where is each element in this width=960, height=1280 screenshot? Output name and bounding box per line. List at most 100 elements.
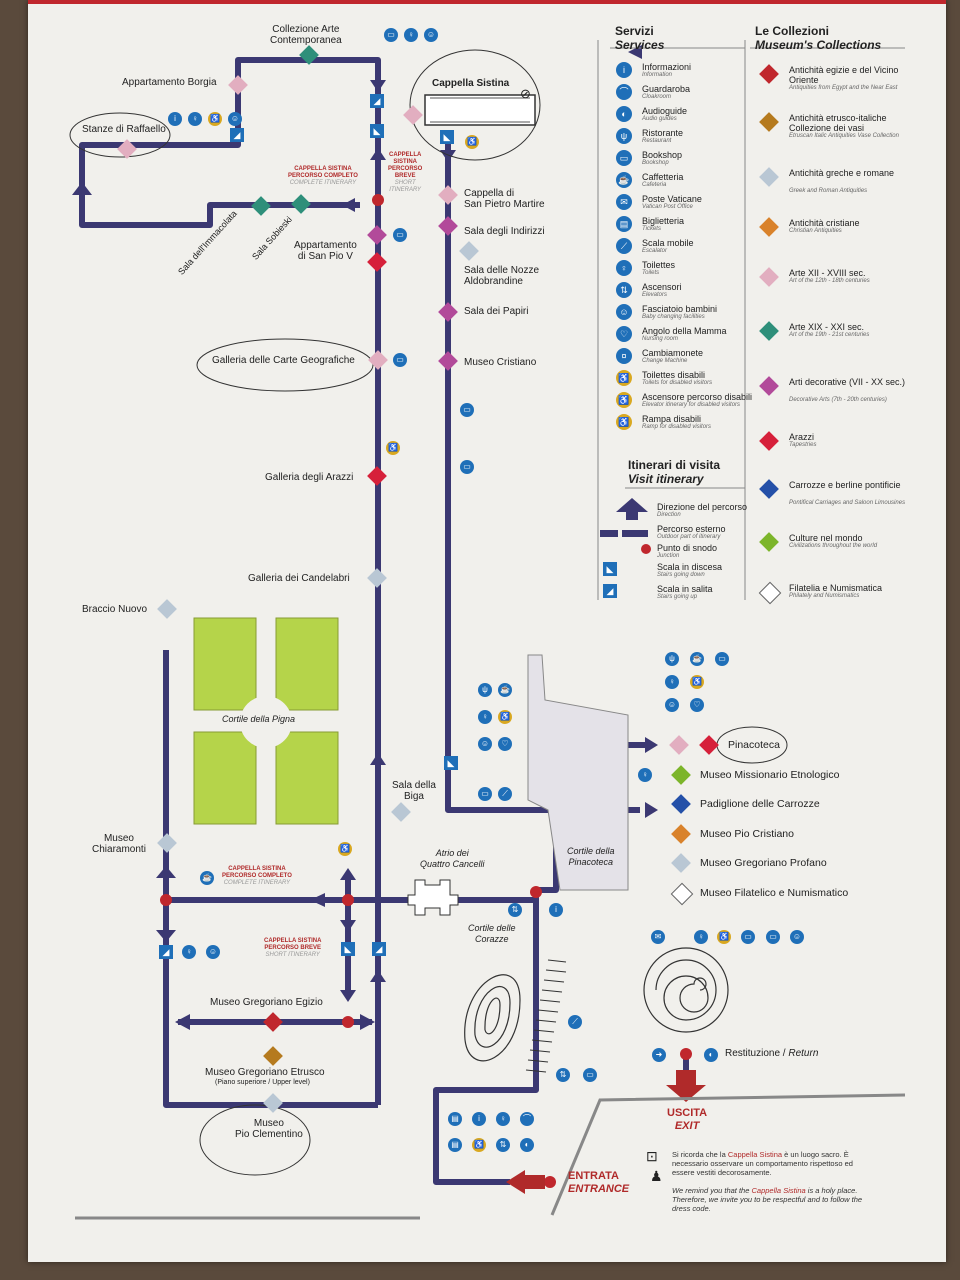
baby-icon: ☺ [616,304,632,320]
toilets-icon: ♀ [616,260,632,276]
museum-label: Museo Filatelico e Numismatico [700,887,849,899]
elevator-icon: ⇅ [496,1138,510,1152]
book-icon: ▭ [616,150,632,166]
collection-label-en: Christian Antiquities [789,228,842,234]
entrance-it: ENTRATA [568,1170,619,1182]
restaurant-icon: ψ [665,652,679,666]
room-galleria-carte: Galleria delle Carte Geografiche [212,355,355,366]
room-sala-biga: Sala della Biga [392,780,436,802]
garden-block [193,617,257,711]
wheelchair-icon: ♿ [690,675,704,689]
collection-label-en: Pontifical Carriages and Saloon Limousin… [789,500,906,506]
garden-block [193,731,257,825]
room-museo-chiaramonti: Museo Chiaramonti [92,833,146,855]
bookshop-icon: ▭ [393,228,407,242]
sistina-building [424,94,536,126]
itinerary-label-en: Outdoor part of itinerary [657,534,721,540]
itinerary-label: Scala in salita [657,584,713,594]
direction-arrow [440,150,456,162]
notice-it-link: Cappella Sistina [727,1150,783,1159]
service-label: Toilettes [642,260,676,270]
junction-dot [680,1048,692,1060]
direction-arrow [370,970,386,982]
label-completo-en: COMPLETE ITINERARY [289,180,357,186]
room-cortile-pinacoteca: Cortile della Pinacoteca [567,846,615,867]
wheelchair-ramp-icon: ♿ [616,414,632,430]
collection-label: Filatelia e Numismatica [789,583,883,593]
garden-center [240,696,292,748]
room-museo-egizio: Museo Gregoriano Egizio [210,997,323,1008]
collection-label-en: Art of the 12th - 18th centuries [789,278,870,284]
bookshop-icon: ▭ [583,1068,597,1082]
notice-en-link: Cappella Sistina [751,1186,806,1195]
wheelchair-icon: ♿ [208,112,222,126]
service-label-en: Cloakroom [642,94,672,100]
cortile-pinacoteca-outline [527,654,629,891]
service-label-en: Information [642,72,673,78]
baby-icon: ☺ [424,28,438,42]
restaurant-icon: ψ [616,128,632,144]
collections-header-it: Le Collezioni [755,24,830,38]
elevator-icon: ⇅ [508,903,522,917]
service-label: Toilettes disabili [642,370,706,380]
collection-label: Antichità etrusco-italiche Collezione de… [789,113,887,133]
museum-label: Museo Gregoriano Profano [700,857,827,869]
direction-arrow [72,182,92,195]
service-label: Cambiamonete [642,348,704,358]
legend-direction-arrow [616,498,648,520]
collection-label-en: Decorative Arts (7th - 20th centuries) [789,397,887,403]
service-label: Ascensore percorso disabili [642,392,753,402]
book-icon: ▭ [766,930,780,944]
entrance-label: ENTRATA ENTRANCE [568,1170,629,1196]
pen-circle-raffaello [69,112,171,158]
service-label: Rampa disabili [642,414,702,424]
label-top-breve-it: CAPPELLA SISTINA PERCORSO BREVE [388,152,423,179]
collection-label: Carrozze e berline pontificie [789,480,901,490]
service-label-en: Escalator [642,248,668,254]
itinerary-header-en: Visit itinerary [628,472,704,486]
service-label: Audioguide [642,106,688,116]
mail-icon: ✉ [651,930,665,944]
direction-arrow [310,893,325,907]
legend-outdoor-path [600,530,618,537]
camera-icon: ⊡ [646,1148,658,1164]
museum-label: Museo Pio Cristiano [700,828,794,840]
wheelchair-elevator-icon: ♿ [616,392,632,408]
collection-label: Arazzi [789,432,815,442]
change-machine-icon: ¤ [616,348,632,364]
entrance-en: ENTRANCE [568,1183,630,1195]
ticket-icon: ▤ [616,216,632,232]
return-arrow-icon: ➜ [652,1048,666,1062]
toilets-icon: ♀ [665,675,679,689]
direction-arrow [156,866,176,878]
top-red-border [28,0,946,4]
collection-label: Arte XII - XVIII sec. [789,268,866,278]
escalator-icon: ⟋ [498,787,512,801]
itinerary-label: Scala in discesa [657,562,723,572]
legend-junction [641,544,651,554]
direction-arrow [645,802,658,818]
room-sala-nozze: Sala delle Nozze Aldobrandine [464,265,540,287]
museum-label: Pinacoteca [728,739,780,751]
collections-header-en: Museum's Collections [755,38,882,52]
services-header: Servizi Services [615,24,664,52]
restaurant-icon: ψ [478,683,492,697]
nursing-icon: ♡ [616,326,632,342]
toilets-icon: ♀ [638,768,652,782]
service-label-en: Audio guides [642,116,677,122]
room-collezione-arte: Collezione Arte Contemporanea [270,24,342,46]
audioguide-icon: ◐ [616,106,632,122]
info-icon: i [549,903,563,917]
label-completo-it: CAPPELLA SISTINA PERCORSO COMPLETO [288,166,358,179]
junction-dot [530,886,542,898]
restituzione-it: Restituzione [725,1048,781,1059]
mail-icon: ✉ [616,194,632,210]
direction-arrow [340,868,356,880]
stairs-up-icon: ◢ [230,128,244,142]
service-label-en: Tickets [642,226,661,232]
wheelchair-icon: ♿ [717,930,731,944]
exit-arrow [666,1070,706,1102]
elevator-icon: ⇅ [556,1068,570,1082]
baby-icon: ☺ [228,112,242,126]
service-label-en: Elevators [642,292,668,298]
